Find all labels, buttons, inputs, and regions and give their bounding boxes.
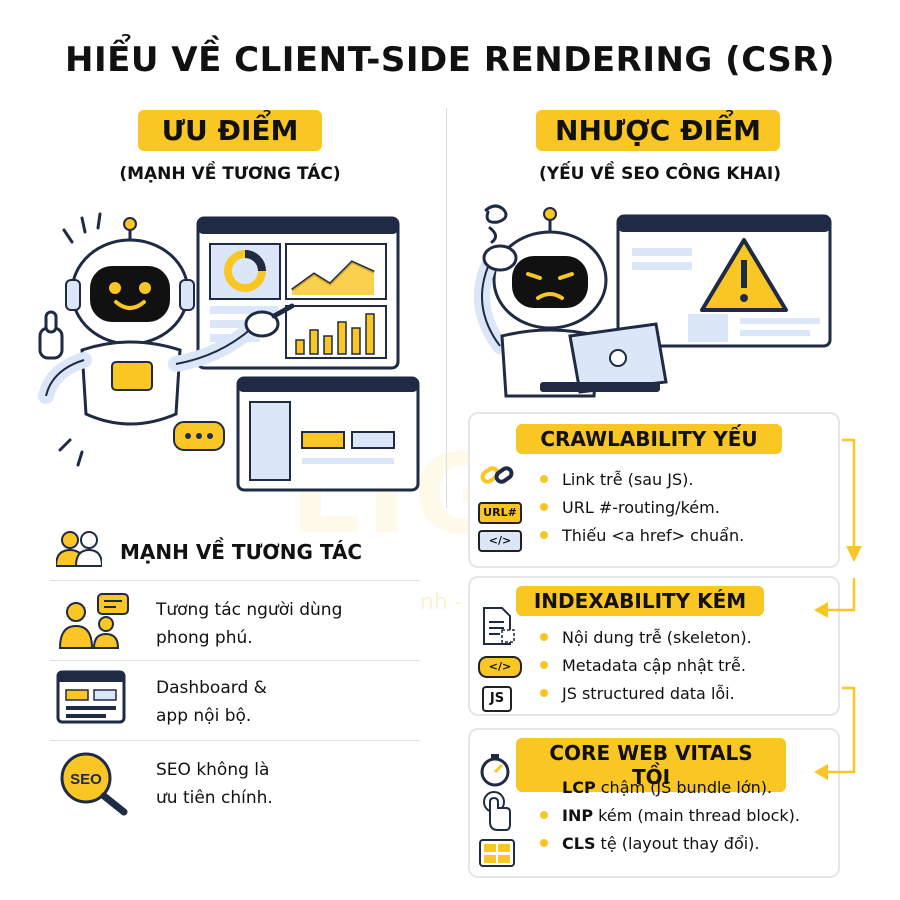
broken-link-icon xyxy=(480,466,514,484)
crawlability-item-1: Link trễ (sau JS). xyxy=(540,466,744,494)
users-chat-icon xyxy=(58,593,129,649)
cwv-item-1-lead: LCP xyxy=(562,778,596,797)
pros-feature-3-line2: ưu tiên chính. xyxy=(156,788,273,808)
cons-subheading: (YẾU VỀ SEO CÔNG KHAI) xyxy=(538,164,781,184)
seo-magnifier-icon: SEO xyxy=(60,752,128,816)
pros-feature-2: Dashboard & app nội bộ. xyxy=(156,674,267,730)
indexability-item-2: Metadata cập nhật trễ. xyxy=(540,652,752,680)
pros-feature-1: Tương tác người dùng phong phú. xyxy=(156,596,342,652)
crawlability-item-2: URL #-routing/kém. xyxy=(540,494,744,522)
pros-feature-2-line1: Dashboard & xyxy=(156,678,267,698)
happy-robot-dashboard-illustration xyxy=(38,212,420,492)
flow-arrows xyxy=(814,438,862,780)
indexability-list: Nội dung trễ (skeleton). Metadata cập nh… xyxy=(540,624,752,708)
pros-heading: ƯU ĐIỂM xyxy=(138,110,322,151)
crawlability-list: Link trễ (sau JS). URL #-routing/kém. Th… xyxy=(540,466,744,550)
url-hash-tag-icon: URL# xyxy=(478,502,522,524)
pros-feature-1-line2: phong phú. xyxy=(156,628,253,648)
cons-heading: NHƯỢC ĐIỂM xyxy=(536,110,780,151)
pros-feature-1-line1: Tương tác người dùng xyxy=(156,600,343,620)
document-icon xyxy=(483,607,515,645)
cwv-item-1: LCP chậm (JS bundle lớn). xyxy=(540,774,800,802)
pros-subheading: (MẠNH VỀ TƯƠNG TÁC) xyxy=(119,164,341,184)
confused-robot-warning-illustration xyxy=(474,204,832,398)
seo-badge-text: SEO xyxy=(70,771,102,788)
indexability-item-3: JS structured data lỗi. xyxy=(540,680,752,708)
stopwatch-icon xyxy=(480,754,510,787)
divider-line xyxy=(50,740,420,741)
pointer-click-icon xyxy=(483,791,511,831)
cwv-item-3-text: tệ (layout thay đổi). xyxy=(595,834,760,853)
pros-feature-3: SEO không là ưu tiên chính. xyxy=(156,756,273,812)
pros-feature-2-line2: app nội bộ. xyxy=(156,706,252,726)
cwv-item-3-lead: CLS xyxy=(562,834,596,853)
indexability-title: INDEXABILITY KÉM xyxy=(516,586,764,616)
cwv-item-1-text: chậm (JS bundle lớn). xyxy=(595,778,773,797)
cwv-item-3: CLS tệ (layout thay đổi). xyxy=(540,830,800,858)
pros-feature-3-line1: SEO không là xyxy=(156,760,270,780)
divider-line xyxy=(50,660,420,661)
core-web-vitals-list: LCP chậm (JS bundle lớn). INP kém (main … xyxy=(540,774,800,858)
column-divider xyxy=(446,108,447,508)
pros-section-title: MẠNH VỀ TƯƠNG TÁC xyxy=(120,540,363,564)
indexability-item-1: Nội dung trễ (skeleton). xyxy=(540,624,752,652)
crawlability-item-3: Thiếu <a href> chuẩn. xyxy=(540,522,744,550)
crawlability-title: CRAWLABILITY YẾU xyxy=(516,424,782,454)
page-title: HIỂU VỀ CLIENT-SIDE RENDERING (CSR) xyxy=(65,40,835,80)
js-file-icon: JS xyxy=(482,686,512,712)
layout-grid-icon xyxy=(479,839,515,867)
cwv-item-2-text: kém (main thread block). xyxy=(593,806,800,825)
dashboard-window-icon xyxy=(56,670,126,724)
code-tag-icon: </> xyxy=(478,530,522,552)
code-tag-icon: </> xyxy=(478,656,522,678)
divider-line xyxy=(50,580,420,581)
cwv-item-2: INP kém (main thread block). xyxy=(540,802,800,830)
cwv-item-2-lead: INP xyxy=(562,806,594,825)
users-group-icon xyxy=(56,531,102,567)
